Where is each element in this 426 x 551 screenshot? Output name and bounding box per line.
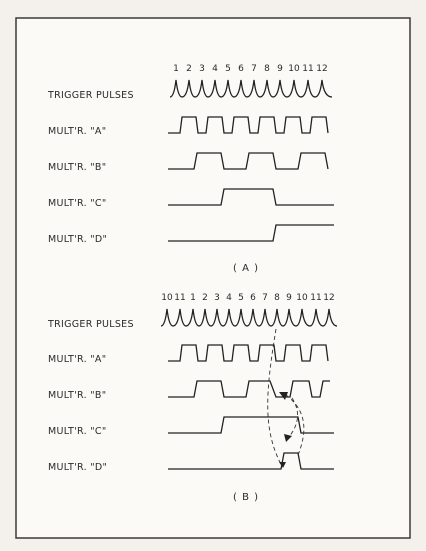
multivibrator-a-waveform (168, 116, 329, 134)
panel-a-caption: ( A ) (233, 263, 259, 274)
pulse-number: 6 (238, 64, 244, 74)
panel-b-caption: ( B ) (233, 492, 259, 503)
arrow-head-icon (279, 392, 288, 400)
trigger-pulse-train (160, 308, 338, 327)
pulse-number: 9 (286, 293, 292, 303)
multivibrator-b-waveform (168, 152, 329, 170)
multivibrator-d-waveform (168, 224, 334, 242)
row-label-multivibrator-b: MULT'R. "B" (48, 162, 106, 173)
pulse-number: 11 (302, 64, 313, 74)
panel-b: 10 11 1 2 3 4 5 6 7 8 9 10 11 12 TRIGGER… (47, 293, 338, 503)
arrow-head-icon (284, 434, 292, 442)
row-label-multivibrator-a: MULT'R. "A" (48, 354, 106, 365)
pulse-number: 8 (264, 64, 270, 74)
pulse-number: 3 (199, 64, 205, 74)
pulse-number: 1 (173, 64, 179, 74)
row-label-trigger-pulses: TRIGGER PULSES (47, 319, 134, 330)
pulse-number: 11 (174, 293, 185, 303)
pulse-number: 10 (296, 293, 308, 303)
dashed-transition-arrow (287, 397, 298, 439)
pulse-number: 5 (238, 293, 244, 303)
pulse-number: 10 (288, 64, 300, 74)
row-label-trigger-pulses: TRIGGER PULSES (47, 90, 134, 101)
pulse-number: 10 (161, 293, 173, 303)
pulse-number: 8 (274, 293, 280, 303)
pulse-number: 11 (310, 293, 321, 303)
pulse-number: 2 (202, 293, 208, 303)
multivibrator-a-waveform (168, 344, 329, 362)
panel-b-pulse-numbers: 10 11 1 2 3 4 5 6 7 8 9 10 11 12 (161, 293, 334, 303)
multivibrator-c-waveform (168, 188, 334, 206)
trigger-pulse-train (169, 79, 333, 98)
transition-arrows (267, 328, 305, 468)
dashed-transition-arrow (285, 394, 305, 456)
row-label-multivibrator-c: MULT'R. "C" (48, 426, 107, 437)
pulse-number: 4 (226, 293, 232, 303)
arrow-head-icon (279, 462, 286, 468)
pulse-number: 7 (262, 293, 268, 303)
pulse-number: 2 (186, 64, 192, 74)
multivibrator-c-waveform (168, 416, 334, 434)
pulse-number: 3 (214, 293, 220, 303)
figure-border (15, 17, 411, 539)
row-label-multivibrator-c: MULT'R. "C" (48, 198, 107, 209)
row-label-multivibrator-a: MULT'R. "A" (48, 126, 106, 137)
pulse-number: 9 (277, 64, 283, 74)
row-label-multivibrator-d: MULT'R. "D" (48, 462, 107, 473)
pulse-number: 12 (323, 293, 334, 303)
pulse-number: 4 (212, 64, 218, 74)
pulse-number: 12 (316, 64, 327, 74)
dashed-transition-arrow (267, 328, 283, 467)
multivibrator-d-waveform (168, 452, 334, 470)
panel-a-pulse-numbers: 1 2 3 4 5 6 7 8 9 10 11 12 (173, 64, 328, 74)
pulse-number: 5 (225, 64, 231, 74)
pulse-number: 1 (190, 293, 196, 303)
multivibrator-b-waveform (168, 380, 330, 398)
pulse-number: 6 (250, 293, 256, 303)
pulse-number: 7 (251, 64, 257, 74)
row-label-multivibrator-b: MULT'R. "B" (48, 390, 106, 401)
panel-a: 1 2 3 4 5 6 7 8 9 10 11 12 TRIGGER PULSE… (47, 64, 334, 274)
row-label-multivibrator-d: MULT'R. "D" (48, 234, 107, 245)
